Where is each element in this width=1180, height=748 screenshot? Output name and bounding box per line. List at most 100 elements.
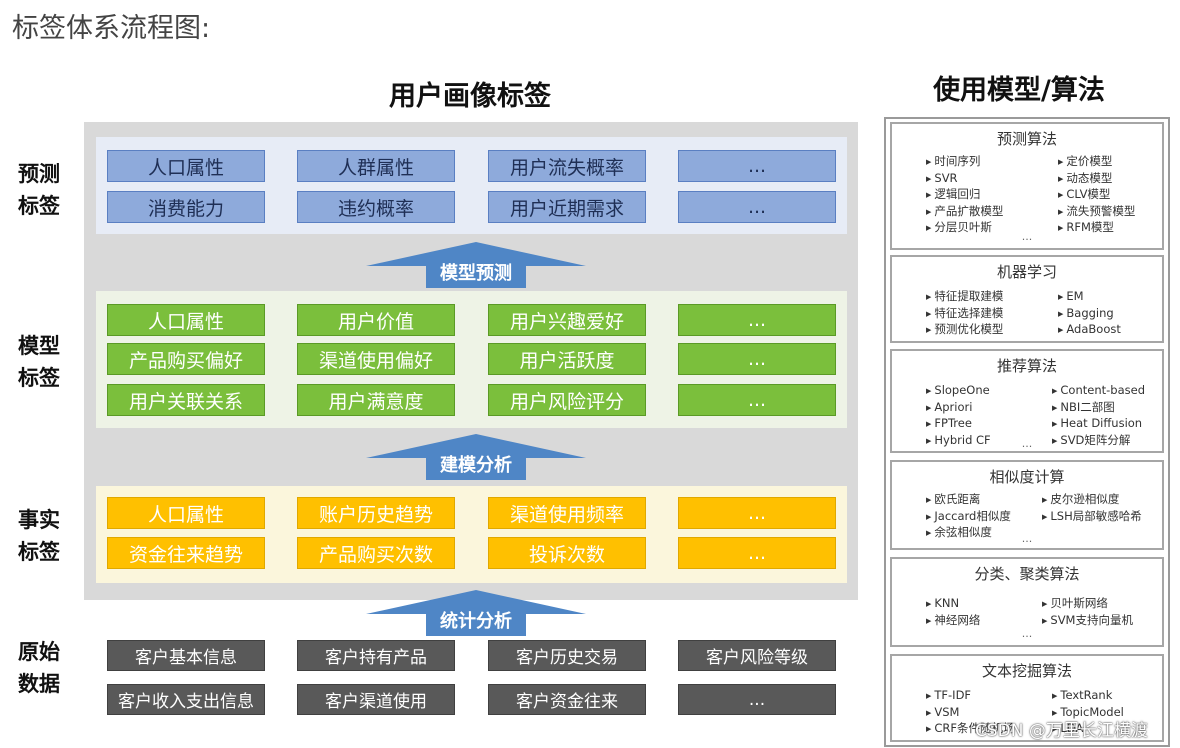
- algo-box-similarity: 相似度计算 欧氏距离 Jaccard相似度 余弦相似度 皮尔逊相似度 LSH局部…: [890, 460, 1164, 550]
- algo-item: SlopeOne: [926, 383, 991, 400]
- model-tag: 用户活跃度: [488, 343, 646, 375]
- page-title: 标签体系流程图:: [12, 13, 211, 44]
- fact-tag: ...: [678, 497, 836, 529]
- algo-item: 预测优化模型: [926, 322, 1003, 339]
- algo-list-left: 时间序列 SVR 逻辑回归 产品扩散模型 分层贝叶斯: [926, 154, 1003, 237]
- row-label-predict: 预测标签: [18, 162, 60, 218]
- model-tag: 用户满意度: [297, 384, 455, 416]
- algo-item: TopicModel: [1052, 705, 1123, 722]
- algo-box-text-mining: 文本挖掘算法 TF-IDF VSM CRF条件随机场 TextRank Topi…: [890, 654, 1164, 742]
- model-tag: 用户风险评分: [488, 384, 646, 416]
- raw-data-item: 客户历史交易: [488, 640, 646, 671]
- raw-data-item: 客户基本信息: [107, 640, 265, 671]
- algo-item: CRF条件随机场: [926, 721, 1014, 738]
- algo-item: AdaBoost: [1058, 322, 1120, 339]
- algo-item: 皮尔逊相似度: [1042, 492, 1142, 509]
- algo-box-recommendation: 推荐算法 SlopeOne Apriori FPTree Hybrid CF C…: [890, 349, 1164, 453]
- predict-tag: 违约概率: [297, 191, 455, 223]
- algo-box-classification-clustering: 分类、聚类算法 KNN 神经网络 贝叶斯网络 SVM支持向量机 ...: [890, 557, 1164, 647]
- algo-item: 贝叶斯网络: [1042, 596, 1133, 613]
- algo-item: KNN: [926, 596, 980, 613]
- algo-item: 时间序列: [926, 154, 1003, 171]
- algo-list-left: 特征提取建模 特征选择建模 预测优化模型: [926, 289, 1003, 339]
- algo-item: SVR: [926, 171, 1003, 188]
- model-tag: 用户关联关系: [107, 384, 265, 416]
- algo-item: VSM: [926, 705, 1015, 722]
- algo-item: 欧氏距离: [926, 492, 1011, 509]
- algo-item: Heat Diffusion: [1052, 416, 1145, 433]
- algo-more: ...: [1021, 532, 1033, 545]
- algo-title: 相似度计算: [989, 468, 1065, 486]
- algo-item: 逻辑回归: [926, 187, 1003, 204]
- algo-item: LSH局部敏感哈希: [1042, 509, 1141, 526]
- algo-list-left: KNN 神经网络: [926, 596, 980, 629]
- algo-item: 分层贝叶斯: [926, 220, 1003, 237]
- model-predict-arrow: 模型预测: [360, 242, 592, 288]
- algo-list-left: 欧氏距离 Jaccard相似度 余弦相似度: [926, 492, 1011, 542]
- predict-tag: 人口属性: [107, 150, 265, 182]
- algo-title: 机器学习: [996, 263, 1057, 281]
- model-tag: 人口属性: [107, 304, 265, 336]
- algo-title: 分类、聚类算法: [974, 565, 1080, 583]
- fact-tag: 人口属性: [107, 497, 265, 529]
- raw-data-item: ...: [678, 684, 836, 715]
- model-tag: ...: [678, 304, 836, 336]
- fact-tag: 投诉次数: [488, 537, 646, 569]
- row-label-raw: 原始数据: [18, 640, 60, 696]
- algo-box-prediction: 预测算法 时间序列 SVR 逻辑回归 产品扩散模型 分层贝叶斯 定价模型 动态模…: [890, 122, 1164, 250]
- algo-item: FPTree: [926, 416, 991, 433]
- algo-list-right: TextRank TopicModel LDA: [1052, 688, 1124, 738]
- algo-item: 特征提取建模: [926, 289, 1003, 306]
- algo-item: Bagging: [1058, 306, 1121, 323]
- arrow-label: 模型预测: [440, 263, 512, 284]
- algo-title: 推荐算法: [996, 357, 1057, 375]
- fact-tag: 资金往来趋势: [107, 537, 265, 569]
- algo-item: EM: [1058, 289, 1121, 306]
- algo-item: 余弦相似度: [926, 525, 1011, 542]
- algo-item: Apriori: [926, 400, 991, 417]
- algo-item: CLV模型: [1058, 187, 1135, 204]
- algo-list-right: 贝叶斯网络 SVM支持向量机: [1042, 596, 1133, 629]
- algo-list-left: TF-IDF VSM CRF条件随机场: [926, 688, 1015, 738]
- algo-item: SVD矩阵分解: [1052, 433, 1145, 450]
- raw-data-item: 客户持有产品: [297, 640, 455, 671]
- model-tag: ...: [678, 343, 836, 375]
- algo-title: 文本挖掘算法: [981, 662, 1072, 680]
- watermark: CSDN @万里长江横渡: [975, 721, 1148, 741]
- algo-more: ...: [1021, 230, 1033, 243]
- algo-item: RFM模型: [1058, 220, 1135, 237]
- fact-tag: ...: [678, 537, 836, 569]
- model-tag: 用户价值: [297, 304, 455, 336]
- algo-more: ...: [1021, 437, 1033, 450]
- algo-list-right: 定价模型 动态模型 CLV模型 流失预警模型 RFM模型: [1058, 154, 1135, 237]
- algo-box-machine-learning: 机器学习 特征提取建模 特征选择建模 预测优化模型 EM Bagging Ada…: [890, 255, 1164, 343]
- arrow-label: 统计分析: [440, 611, 512, 632]
- predict-tag: 用户近期需求: [488, 191, 646, 223]
- algo-item: 产品扩散模型: [926, 204, 1003, 221]
- algo-item: LDA: [1052, 721, 1124, 738]
- algo-item: 流失预警模型: [1058, 204, 1135, 221]
- model-tag: ...: [678, 384, 836, 416]
- algo-item: NBI二部图: [1052, 400, 1145, 417]
- algo-list-right: EM Bagging AdaBoost: [1058, 289, 1121, 339]
- predict-tag: ...: [678, 150, 836, 182]
- model-tag: 产品购买偏好: [107, 343, 265, 375]
- raw-data-item: 客户渠道使用: [297, 684, 455, 715]
- model-tag: 用户兴趣爱好: [488, 304, 646, 336]
- raw-data-item: 客户收入支出信息: [107, 684, 265, 715]
- algo-item: Jaccard相似度: [926, 509, 1010, 526]
- fact-tag: 账户历史趋势: [297, 497, 455, 529]
- predict-tag: 用户流失概率: [488, 150, 646, 182]
- algo-item: 定价模型: [1058, 154, 1135, 171]
- algo-item: SVM支持向量机: [1042, 613, 1133, 630]
- user-profile-tags-title: 用户画像标签: [389, 81, 551, 112]
- fact-tag: 渠道使用频率: [488, 497, 646, 529]
- algo-list-left: SlopeOne Apriori FPTree Hybrid CF: [926, 383, 991, 449]
- algo-list-right: 皮尔逊相似度 LSH局部敏感哈希: [1042, 492, 1142, 526]
- raw-data-item: 客户资金往来: [488, 684, 646, 715]
- modeling-analysis-arrow: 建模分析: [360, 434, 592, 480]
- algo-item: TextRank: [1052, 688, 1124, 705]
- arrow-label: 建模分析: [440, 455, 512, 476]
- row-label-fact: 事实标签: [18, 508, 60, 564]
- models-algorithms-title: 使用模型/算法: [933, 75, 1105, 106]
